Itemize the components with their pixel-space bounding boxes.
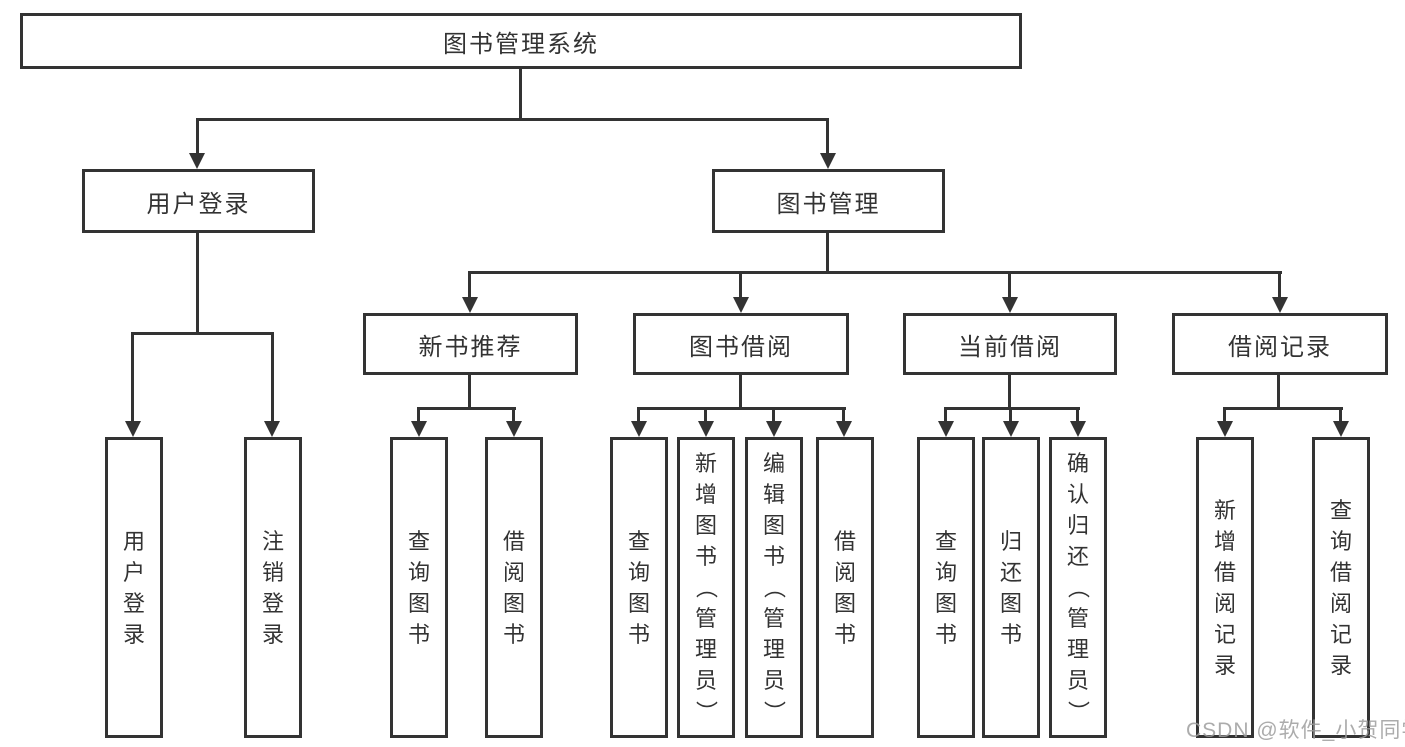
arrow-down-icon [1333,421,1349,437]
leaf-label: 新增借阅记录 [1213,497,1236,678]
node-label: 图书借阅 [689,333,793,361]
leaf-user-login: 用户登录 [105,437,163,738]
leaf-current-confirm-return-admin: 确认归还（管理员） [1049,437,1107,738]
node-label: 图书管理系统 [443,30,599,58]
arrow-down-icon [189,153,205,169]
leaf-current-return-books: 归还图书 [982,437,1040,738]
leaf-newbook-borrow-books: 借阅图书 [485,437,543,738]
leaf-label: 借阅图书 [502,528,525,647]
node-label: 新书推荐 [418,333,523,361]
arrow-down-icon [698,421,714,437]
connector-vline [1009,407,1012,423]
leaf-newbook-query-books: 查询图书 [390,437,448,738]
arrow-down-icon [1002,297,1018,313]
connector-vline [826,118,829,156]
connector-hline [131,332,274,335]
arrow-down-icon [631,421,647,437]
leaf-label: 新增图书（管理员） [693,451,719,723]
connector-hline [417,407,516,410]
arrow-down-icon [506,421,522,437]
connector-vline [519,69,522,120]
node-label: 借阅记录 [1228,333,1332,361]
connector-vline [1339,407,1342,423]
leaf-borrow-add-books-admin: 新增图书（管理员） [677,437,735,738]
leaf-label: 查询图书 [934,528,957,647]
connector-vline [826,233,829,273]
connector-vline [271,332,274,423]
connector-vline [1076,407,1079,423]
leaf-borrow-borrow-books: 借阅图书 [816,437,874,738]
leaf-label: 查询图书 [627,528,650,647]
leaf-label: 确认归还（管理员） [1065,451,1091,723]
connector-vline [944,407,947,423]
node-borrow-records: 借阅记录 [1172,313,1388,375]
connector-vline [1008,271,1011,299]
connector-vline [196,118,199,156]
connector-vline [1277,375,1280,409]
arrow-down-icon [264,421,280,437]
node-user-login: 用户登录 [82,169,315,233]
connector-vline [468,375,471,409]
connector-vline [704,407,707,423]
leaf-label: 用户登录 [122,528,145,647]
arrow-down-icon [462,297,478,313]
arrow-down-icon [125,421,141,437]
node-label: 用户登录 [146,190,251,218]
connector-vline [196,233,199,335]
csdn-watermark: CSDN @软件_小贺同学 [1186,719,1405,742]
connector-vline [1278,271,1281,299]
connector-hline [468,271,1282,274]
arrow-down-icon [1070,421,1086,437]
leaf-label: 查询借阅记录 [1329,497,1352,678]
connector-vline [512,407,515,423]
connector-hline [944,407,1080,410]
connector-vline [772,407,775,423]
node-current-borrow: 当前借阅 [903,313,1117,375]
connector-vline [842,407,845,423]
arrow-down-icon [836,421,852,437]
connector-vline [739,271,742,299]
connector-vline [468,271,471,299]
arrow-down-icon [1003,421,1019,437]
node-root-library-system: 图书管理系统 [20,13,1022,69]
node-label: 图书管理 [776,190,881,218]
connector-vline [417,407,420,423]
leaf-label: 编辑图书（管理员） [761,451,787,723]
arrow-down-icon [1217,421,1233,437]
leaf-record-query-borrow-record: 查询借阅记录 [1312,437,1370,738]
leaf-borrow-query-books: 查询图书 [610,437,668,738]
connector-hline [637,407,846,410]
node-label: 当前借阅 [958,333,1062,361]
connector-vline [1223,407,1226,423]
node-book-management: 图书管理 [712,169,945,233]
node-new-book-recommend: 新书推荐 [363,313,578,375]
connector-vline [637,407,640,423]
leaf-label: 归还图书 [999,528,1022,647]
arrow-down-icon [411,421,427,437]
leaf-logout-login: 注销登录 [244,437,302,738]
connector-vline [739,375,742,409]
leaf-label: 借阅图书 [833,528,856,647]
arrow-down-icon [820,153,836,169]
leaf-label: 查询图书 [407,528,430,647]
leaf-current-query-books: 查询图书 [917,437,975,738]
arrow-down-icon [733,297,749,313]
leaf-borrow-edit-books-admin: 编辑图书（管理员） [745,437,803,738]
connector-hline [196,118,829,121]
node-book-borrow: 图书借阅 [633,313,849,375]
arrow-down-icon [938,421,954,437]
arrow-down-icon [766,421,782,437]
leaf-record-add-borrow-record: 新增借阅记录 [1196,437,1254,738]
connector-vline [131,332,134,423]
leaf-label: 注销登录 [261,528,284,647]
connector-hline [1223,407,1343,410]
arrow-down-icon [1272,297,1288,313]
connector-vline [1008,375,1011,409]
